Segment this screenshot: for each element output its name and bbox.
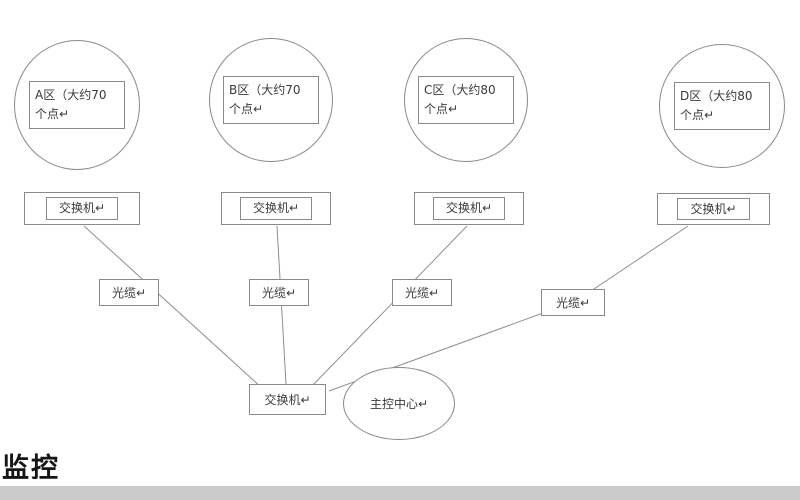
- central-switch: 交换机↵: [249, 384, 326, 415]
- zone-a-label-line1: A区（大约70: [35, 87, 107, 102]
- fiber-link-line-a: [83, 225, 264, 390]
- zone-d-label: D区（大约80 个点↵: [674, 81, 770, 131]
- zone-c-label-line1: C区（大约80: [424, 82, 496, 97]
- control-center-label: 主控中心↵: [369, 397, 429, 411]
- zone-b-label-line2: 个点↵: [229, 102, 264, 116]
- bottom-gray-band: [0, 486, 800, 500]
- zone-d-switch: 交换机↵: [657, 193, 770, 225]
- zone-c-label: C区（大约80 个点↵: [418, 75, 514, 125]
- control-center-ellipse: 主控中心↵: [343, 367, 455, 440]
- zone-b-label-line1: B区（大约70: [229, 82, 301, 97]
- zone-c-switch-label: 交换机↵: [432, 197, 506, 220]
- zone-c-label-line2: 个点↵: [424, 102, 459, 116]
- zone-d-circle: D区（大约80 个点↵: [659, 44, 785, 168]
- fiber-label-b: 光缆↵: [249, 279, 309, 306]
- zone-b-switch: 交换机↵: [221, 192, 331, 225]
- zone-d-label-line1: D区（大约80: [680, 88, 753, 103]
- zone-d-switch-label: 交换机↵: [677, 197, 750, 221]
- fiber-label-d: 光缆↵: [541, 289, 605, 316]
- fiber-label-a: 光缆↵: [99, 279, 159, 306]
- fiber-link-line-d: [328, 225, 689, 392]
- zone-b-switch-label: 交换机↵: [239, 197, 313, 220]
- zone-a-label-line2: 个点↵: [35, 107, 70, 121]
- zone-a-circle: A区（大约70 个点↵: [14, 40, 140, 170]
- bottom-caption: 监控: [2, 453, 60, 479]
- zone-a-switch: 交换机↵: [24, 192, 140, 225]
- fiber-label-c: 光缆↵: [392, 279, 452, 306]
- zone-c-switch: 交换机↵: [414, 192, 524, 225]
- zone-c-circle: C区（大约80 个点↵: [404, 38, 528, 162]
- zone-b-circle: B区（大约70 个点↵: [209, 38, 333, 162]
- zone-a-switch-label: 交换机↵: [45, 197, 119, 220]
- fiber-link-line-c: [312, 225, 468, 386]
- zone-b-label: B区（大约70 个点↵: [223, 75, 319, 125]
- zone-a-label: A区（大约70 个点↵: [29, 80, 125, 130]
- zone-d-label-line2: 个点↵: [680, 108, 715, 122]
